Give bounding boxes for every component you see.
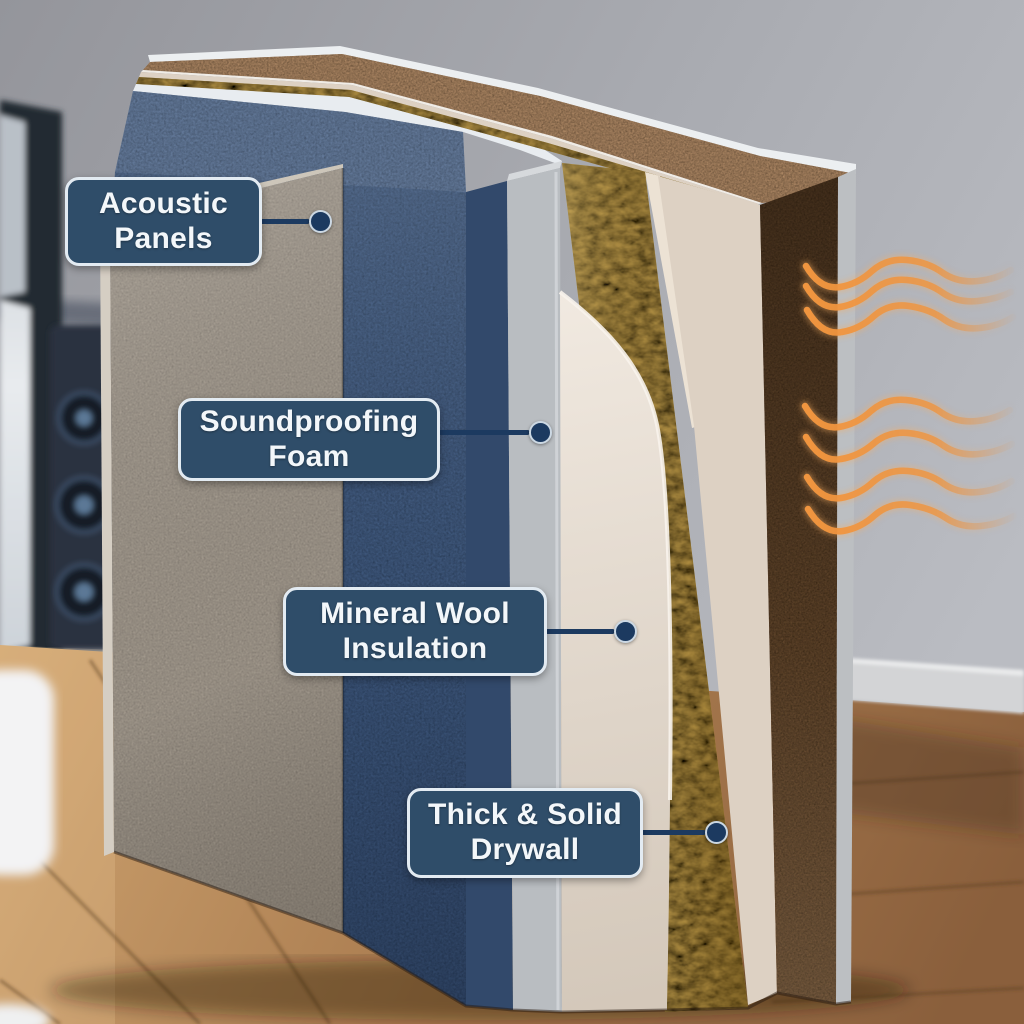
window: [0, 100, 62, 662]
callout-soundproofing-foam-label: Soundproofing Foam: [199, 404, 419, 473]
connector-mineral-wool: [545, 629, 615, 634]
sheet-edge-highlight: [558, 290, 673, 801]
connector-acoustic-panels: [260, 219, 310, 224]
connector-soundproofing-foam: [438, 430, 530, 435]
callout-mineral-wool-insulation-label: Mineral Wool Insulation: [320, 596, 510, 665]
fiberboard-shading: [760, 177, 838, 1004]
connector-dot-soundproofing-foam: [529, 421, 552, 444]
panel-shading: [110, 168, 343, 933]
connector-dot-drywall: [705, 821, 728, 844]
callout-thick-solid-drywall-label: Thick & Solid Drywall: [428, 798, 622, 866]
membrane-top-strip: [133, 84, 562, 165]
connector-dot-mineral-wool: [614, 620, 637, 643]
top-edge-strip: [148, 46, 856, 174]
foam-top-surface: [115, 91, 466, 192]
panel-left-bevel: [100, 225, 114, 856]
callout-mineral-wool-insulation: Mineral Wool Insulation: [283, 587, 547, 676]
channel-top-sliver: [507, 161, 562, 181]
wall-bottom-edge: [113, 850, 852, 1014]
callout-thick-solid-drywall: Thick & Solid Drywall: [407, 788, 643, 878]
channel-highlight: [554, 171, 560, 1011]
connector-drywall: [641, 830, 706, 835]
drywall-panel-face: [658, 176, 777, 1005]
callout-soundproofing-foam: Soundproofing Foam: [178, 398, 440, 481]
fiberboard-top-surface: [143, 54, 856, 203]
white-vase: [0, 670, 54, 1024]
callout-acoustic-panels-label: Acoustic Panels: [98, 186, 229, 255]
baseboard: [848, 658, 1024, 714]
foam-shading: [113, 170, 466, 1006]
outer-gray-strip: [836, 169, 856, 1004]
callout-acoustic-panels: Acoustic Panels: [65, 177, 262, 266]
connector-dot-acoustic-panels: [309, 210, 332, 233]
